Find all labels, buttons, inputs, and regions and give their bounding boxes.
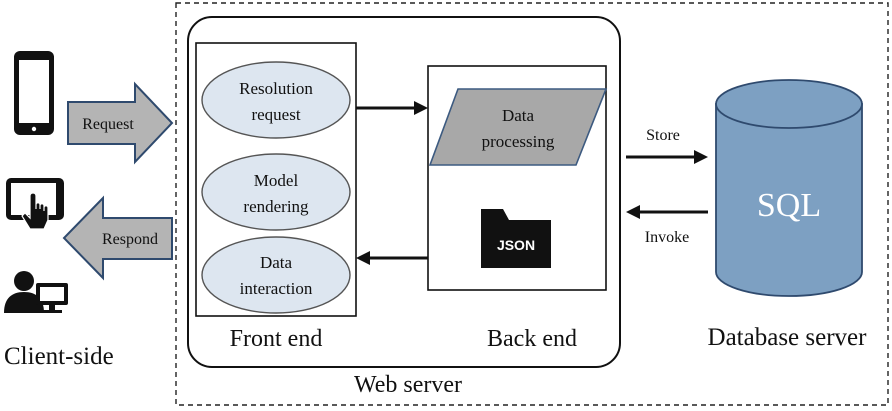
smartphone-icon: [14, 51, 54, 135]
respond-label: Respond: [102, 231, 158, 248]
invoke-label: Invoke: [645, 229, 689, 246]
outer-dashed-boundary: [175, 2, 889, 406]
web-server-label: Web server: [354, 372, 462, 398]
tablet-touch-icon: [6, 178, 64, 230]
processing-line2: processing: [482, 132, 555, 151]
store-arrow: [626, 150, 708, 164]
json-folder-icon: JSON: [481, 209, 551, 268]
store-label: Store: [646, 127, 680, 144]
sql-database-cylinder: SQL: [715, 79, 863, 297]
module-line2: request: [251, 105, 300, 124]
sql-label: SQL: [757, 187, 821, 224]
back-end-label: Back end: [487, 326, 577, 352]
json-label: JSON: [497, 237, 535, 253]
module-resolution-request: Resolution request: [201, 61, 351, 139]
module-line1: Model: [254, 171, 299, 190]
module-model-rendering: Model rendering: [201, 153, 351, 231]
module-line2: rendering: [243, 197, 309, 216]
module-line1: Data: [260, 253, 293, 272]
database-server-label: Database server: [708, 324, 868, 351]
client-side-label: Client-side: [4, 343, 114, 370]
module-data-interaction: Data interaction: [201, 236, 351, 314]
frontend-to-backend-arrow: [356, 101, 428, 115]
user-computer-icon: [4, 271, 68, 313]
request-arrow: Request: [67, 81, 174, 165]
backend-to-frontend-arrow: [356, 251, 428, 265]
invoke-arrow: [626, 205, 708, 219]
front-end-label: Front end: [230, 326, 323, 352]
respond-arrow: Respond: [62, 195, 173, 281]
data-processing-block: Data processing: [428, 88, 608, 166]
module-line2: interaction: [240, 279, 313, 298]
processing-line1: Data: [502, 106, 535, 125]
request-label: Request: [82, 116, 134, 133]
module-line1: Resolution: [239, 79, 313, 98]
